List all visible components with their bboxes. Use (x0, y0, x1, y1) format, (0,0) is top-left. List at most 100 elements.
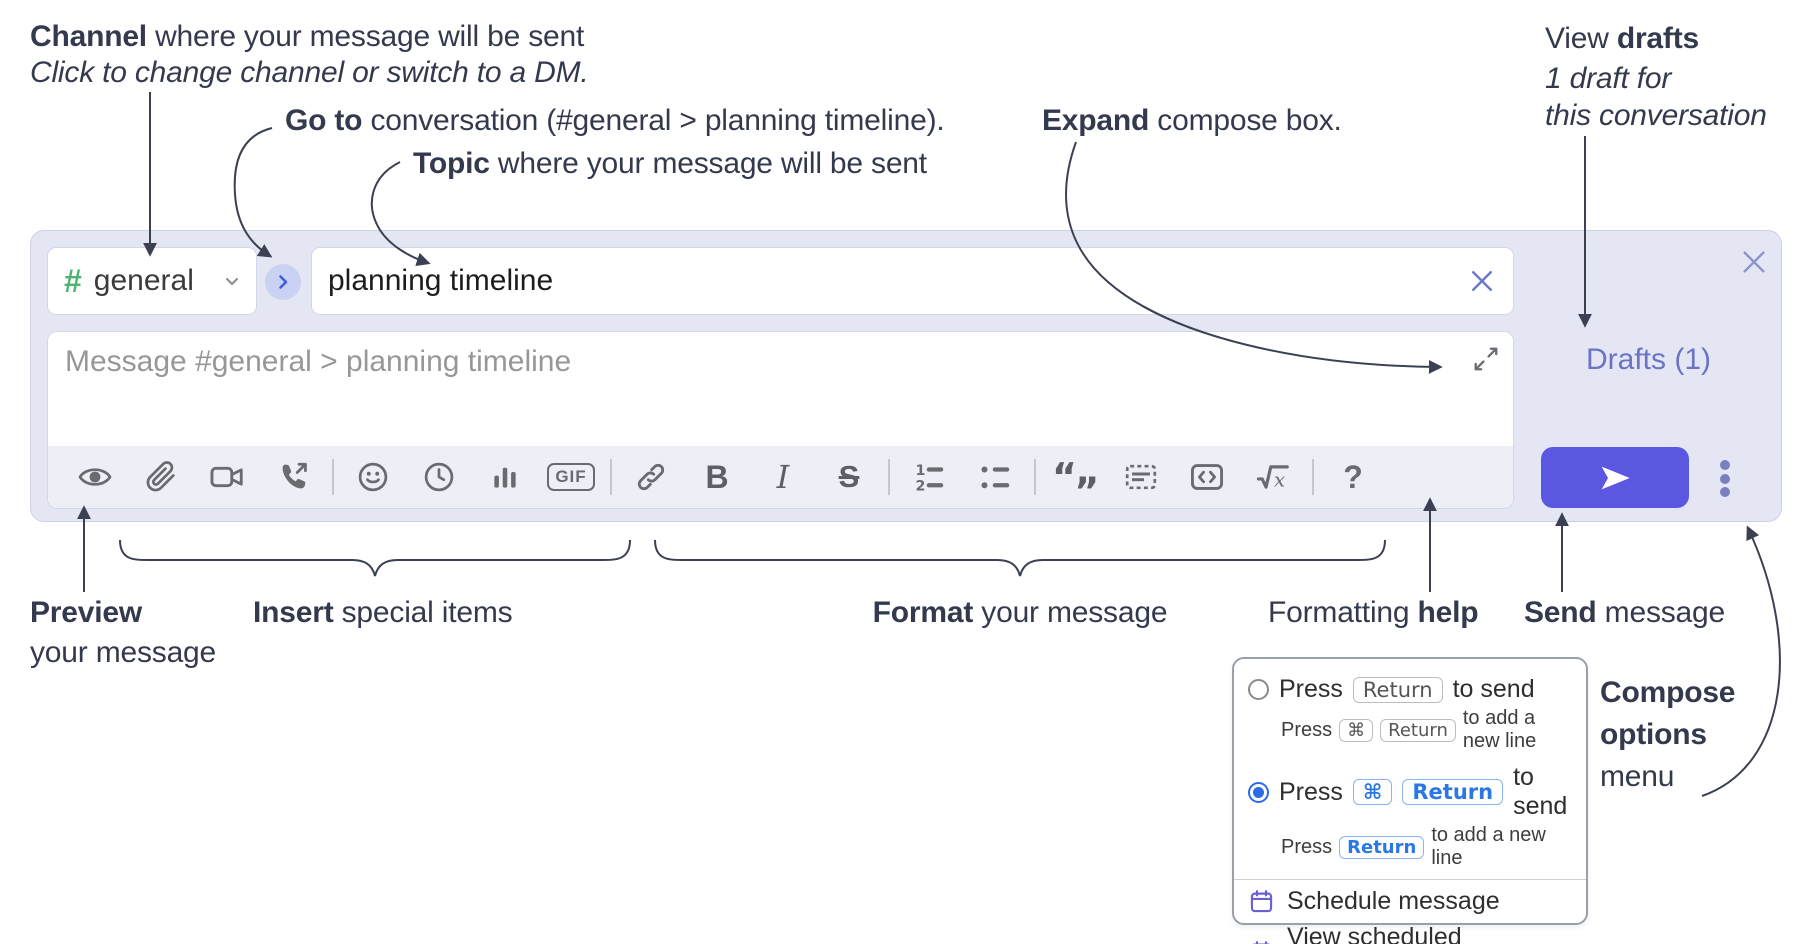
channel-annotation-line2: Click to change channel or switch to a D… (30, 56, 589, 89)
opt1-press: Press (1279, 675, 1343, 703)
goto-annotation-bold: Go to (285, 104, 363, 137)
drafts-link[interactable]: Drafts (1) (1585, 343, 1711, 376)
help-label: ? (1343, 458, 1363, 495)
radio-unselected-icon[interactable] (1248, 679, 1269, 700)
drafts-annotation-line2: 1 draft for (1545, 62, 1672, 95)
calendar-grid-icon (1252, 940, 1271, 944)
preview-icon[interactable] (62, 455, 128, 499)
drafts-annotation-line1: View drafts (1545, 22, 1699, 56)
preview-label-line2: your message (30, 636, 217, 669)
compose-options-label-line3: menu (1600, 760, 1675, 793)
preview-label: Preview (30, 596, 142, 630)
opt2-rest: to send (1513, 763, 1568, 820)
opt2-press: Press (1279, 777, 1343, 806)
insert-brace (119, 539, 631, 577)
italic-label: I (776, 458, 790, 496)
strikethrough-icon[interactable]: S (816, 455, 882, 499)
quote-icon[interactable]: “„ (1042, 452, 1108, 499)
radio-selected-icon[interactable] (1248, 781, 1269, 803)
emoji-icon[interactable] (340, 455, 406, 499)
channel-name: general (93, 264, 194, 297)
compose-options-label-line2: options (1600, 718, 1707, 751)
attach-file-icon[interactable] (128, 455, 194, 499)
svg-text:x: x (1274, 469, 1285, 492)
channel-annotation-bold: Channel (30, 20, 147, 53)
topic-input[interactable]: planning timeline (311, 247, 1514, 315)
global-time-icon[interactable] (406, 455, 472, 499)
video-call-icon[interactable] (194, 455, 260, 499)
insert-label-rest: special items (333, 596, 513, 629)
toolbar-divider (1312, 459, 1314, 495)
clear-topic-icon[interactable] (1467, 266, 1497, 296)
send-label: Send message (1524, 596, 1725, 630)
return-keycap-highlighted: Return (1402, 779, 1504, 805)
channel-annotation-rest: where your message will be sent (146, 20, 585, 53)
topic-annotation: Topic where your message will be sent (413, 147, 927, 181)
topic-value: planning timeline (328, 264, 554, 297)
expand-annotation-bold: Expand (1042, 104, 1150, 137)
goto-annotation: Go to conversation (#general > planning … (285, 104, 945, 138)
message-textarea[interactable]: Message #general > planning timeline (47, 331, 1514, 509)
toolbar-divider (888, 459, 890, 495)
poll-icon[interactable] (472, 455, 538, 499)
code-icon[interactable] (1174, 455, 1240, 499)
format-label: Format your message (873, 596, 1168, 630)
italic-icon[interactable]: I (750, 455, 816, 499)
gif-icon[interactable]: GIF (538, 455, 604, 499)
return-keycap: Return (1352, 676, 1443, 703)
return-keycap-highlighted: Return (1339, 835, 1425, 859)
chevron-right-icon (279, 275, 288, 289)
schedule-message-label: Schedule message (1287, 887, 1500, 915)
topic-annotation-rest: where your message will be sent (489, 147, 927, 180)
insert-label: Insert special items (253, 596, 513, 630)
send-label-bold: Send (1524, 596, 1597, 629)
channel-selector[interactable]: # general (47, 247, 257, 315)
toolbar-divider (610, 459, 612, 495)
send-label-rest: message (1596, 596, 1726, 629)
preview-label-bold: Preview (30, 596, 143, 629)
expand-annotation-rest: compose box. (1149, 104, 1342, 137)
option-return-to-send-sub: Press ⌘ Return to add a new line (1281, 707, 1572, 753)
format-label-bold: Format (872, 596, 974, 629)
menu-item-schedule-message[interactable]: Schedule message (1248, 887, 1572, 916)
svg-text:1: 1 (916, 463, 926, 479)
view-scheduled-messages-label: View scheduled messages (1287, 923, 1462, 944)
compose-options-menu-button[interactable] (1720, 460, 1730, 497)
opt1-rest: to send (1452, 675, 1535, 703)
quote-close: „ (1075, 449, 1100, 493)
bulleted-list-icon[interactable] (962, 455, 1028, 499)
insert-label-bold: Insert (253, 596, 334, 629)
bold-icon[interactable]: B (684, 455, 750, 499)
go-to-conversation-button[interactable] (265, 264, 301, 300)
cmd-keycap: ⌘ (1339, 718, 1374, 742)
opt1-sub-rest: to add a new line (1462, 707, 1537, 752)
voice-call-icon[interactable] (260, 455, 326, 499)
message-formatting-help-icon[interactable]: ? (1320, 455, 1386, 499)
send-button[interactable] (1541, 447, 1689, 508)
expand-compose-icon[interactable] (1472, 345, 1500, 373)
channel-hash-icon: # (64, 262, 82, 299)
compose-options-label-line1: Compose (1600, 676, 1736, 709)
formatting-help-label: Formatting help (1268, 596, 1479, 630)
opt2-sub-rest: to add a new line (1431, 824, 1546, 869)
topic-annotation-bold: Topic (413, 147, 490, 180)
menu-item-view-scheduled-messages[interactable]: View scheduled messages (1248, 923, 1572, 944)
cmd-keycap-highlighted: ⌘ (1352, 779, 1393, 805)
link-icon[interactable] (618, 455, 684, 499)
math-icon[interactable]: x (1240, 455, 1306, 499)
option-cmd-return-to-send[interactable]: Press ⌘ Return to send (1248, 763, 1572, 821)
quote-open: “ (1052, 455, 1077, 499)
toolbar-divider (1034, 459, 1036, 495)
gif-label: GIF (547, 463, 595, 491)
spoiler-icon[interactable] (1108, 455, 1174, 499)
goto-annotation-rest: conversation (#general > planning timeli… (362, 104, 945, 137)
close-compose-icon[interactable] (1737, 245, 1771, 279)
channel-annotation: Channel where your message will be sent (30, 20, 584, 54)
formatting-help-bold: help (1417, 596, 1479, 629)
menu-divider (1234, 879, 1586, 880)
format-label-rest: your message (973, 596, 1168, 629)
option-return-to-send[interactable]: Press Return to send (1248, 675, 1572, 704)
drafts-annotation-line3: this conversation (1545, 99, 1767, 132)
